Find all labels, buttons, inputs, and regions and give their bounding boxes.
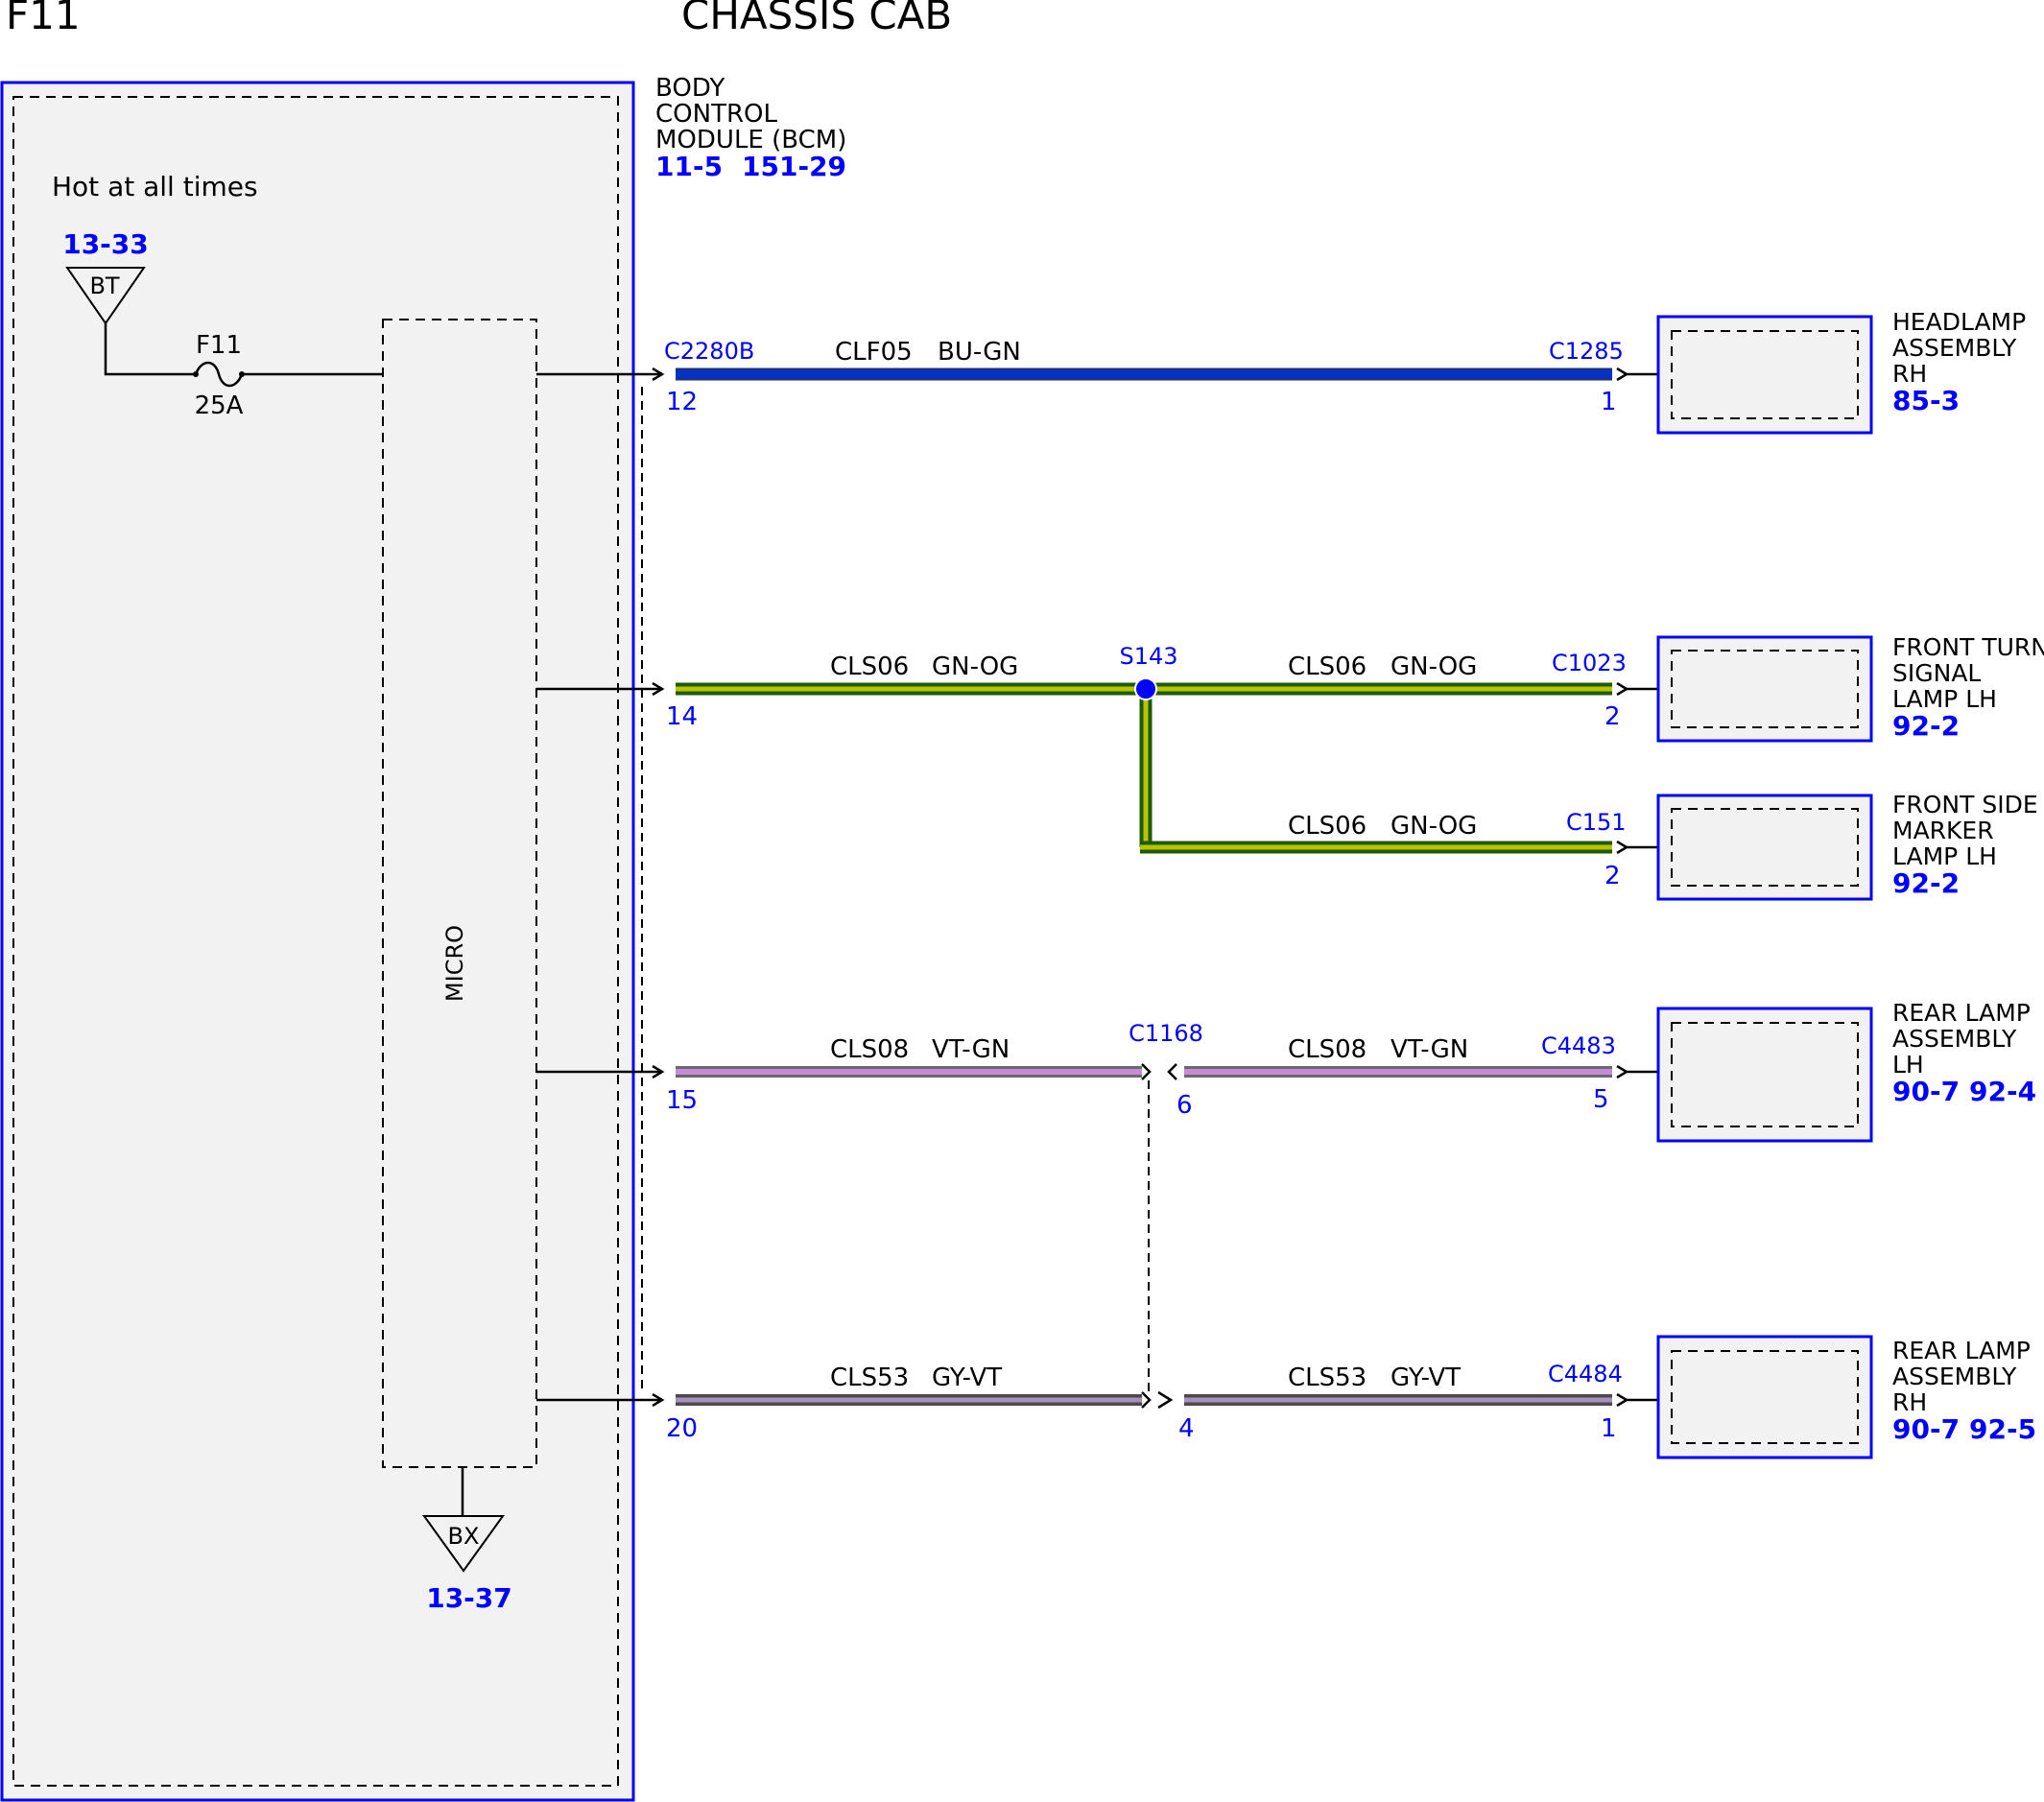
fuse-rating: 25A xyxy=(195,391,244,420)
end-connector: C1023 xyxy=(1552,650,1627,676)
component-inner xyxy=(1671,1350,1859,1444)
bcm-name-line: MODULE (BCM) xyxy=(655,126,846,154)
end-pin: 2 xyxy=(1604,862,1621,890)
component-name-line: SIGNAL xyxy=(1892,659,1981,687)
circuit-id: CLS53 xyxy=(830,1363,909,1392)
wire-color: GY-VT xyxy=(932,1363,1002,1392)
inline-connector-female xyxy=(1157,1390,1174,1410)
bcm-pin: 12 xyxy=(666,388,698,416)
bx-ref: 13-37 xyxy=(426,1582,512,1614)
end-connector: C151 xyxy=(1566,809,1627,836)
bcm-connector-label: C2280B xyxy=(664,338,754,365)
component-name-line: RH xyxy=(1892,360,1927,388)
bt-triangle xyxy=(65,267,146,325)
splice-dot xyxy=(1134,677,1157,700)
end-pin: 5 xyxy=(1593,1085,1609,1114)
component-ref: 92-5 xyxy=(1969,1413,2036,1445)
component-ref: 90-7 xyxy=(1892,1076,1960,1107)
bcm-module: MICRO Hot at all times 13-33 BT F11 25A … xyxy=(0,81,662,1802)
bcm-pin: 15 xyxy=(666,1086,698,1115)
splice-label: S143 xyxy=(1119,643,1177,670)
component-name-line: ASSEMBLY xyxy=(1892,1025,2017,1053)
fuse-code-title: F11 xyxy=(6,0,81,38)
micro-block xyxy=(382,319,537,1468)
component-box xyxy=(1656,315,1873,435)
component-box xyxy=(1656,1007,1873,1143)
bcm-name-line: CONTROL xyxy=(655,100,777,129)
component-name-line: REAR LAMP xyxy=(1892,999,2031,1027)
end-connector: C1285 xyxy=(1549,338,1624,365)
component-ref: 92-2 xyxy=(1892,867,1960,899)
component-ref: 90-7 xyxy=(1892,1413,1960,1445)
end-connector: C4484 xyxy=(1548,1361,1623,1387)
component-ref: 92-2 xyxy=(1892,710,1960,742)
bt-feed-wire xyxy=(104,323,194,376)
component-name-line: ASSEMBLY xyxy=(1892,334,2017,362)
component-name-line: MARKER xyxy=(1892,817,1994,844)
component-name-line: LAMP LH xyxy=(1892,842,1997,870)
circuit-front-side-marker-lh: CLS06 GN-OG C151 2 FRONT SIDE MARKER LAM… xyxy=(1288,791,2038,901)
circuit-headlamp-rh: 12 CLF05 BU-GN C1285 1 HEADLAMP ASSEMBLY… xyxy=(666,308,2026,435)
component-inner xyxy=(1671,1022,1859,1127)
inline-pin: 6 xyxy=(1176,1091,1193,1120)
wire-color: GN-OG xyxy=(932,652,1018,681)
component-name-line: FRONT SIDE xyxy=(1892,791,2038,818)
wire-color: GN-OG xyxy=(1390,652,1477,681)
bcm-ref: 11-5 xyxy=(655,151,723,182)
micro-label: MICRO xyxy=(441,925,468,1002)
fuse-icon xyxy=(194,361,244,388)
component-inner xyxy=(1671,330,1859,419)
inline-connector-male xyxy=(1141,1391,1152,1409)
bcm-ref: 151-29 xyxy=(742,151,846,182)
component-name-line: FRONT TURN xyxy=(1892,633,2044,661)
fuse-name: F11 xyxy=(196,331,242,360)
component-box xyxy=(1656,1335,1873,1459)
circuit-rear-lamp-lh: C1168 15 6 CLS08 VT-GN CLS08 VT-GN C4483… xyxy=(666,999,2036,1143)
bt-ref: 13-33 xyxy=(62,228,149,260)
wire-color: VT-GN xyxy=(1390,1035,1468,1064)
bx-label: BX xyxy=(448,1523,480,1550)
inline-connector-label: C1168 xyxy=(1129,1020,1203,1047)
bt-label: BT xyxy=(89,273,119,299)
inline-connector-male xyxy=(1141,1063,1152,1080)
wire-color: GN-OG xyxy=(1390,812,1477,841)
end-pin: 1 xyxy=(1601,1414,1617,1443)
component-name-line: REAR LAMP xyxy=(1892,1337,2031,1364)
component-name-line: ASSEMBLY xyxy=(1892,1363,2017,1390)
component-name-line: HEADLAMP xyxy=(1892,308,2026,336)
circuit-id: CLS08 xyxy=(830,1035,909,1064)
page-title: CHASSIS CAB xyxy=(681,0,952,38)
inline-connector-female xyxy=(1167,1063,1177,1080)
component-ref: 92-4 xyxy=(1969,1076,2036,1107)
wire-color: VT-GN xyxy=(932,1035,1010,1064)
bcm-inner-border xyxy=(12,96,619,1787)
end-connector: C4483 xyxy=(1541,1032,1616,1059)
circuit-id: CLS06 xyxy=(1288,652,1367,681)
component-name-line: LAMP LH xyxy=(1892,685,1997,713)
component-name-line: LH xyxy=(1892,1051,1924,1079)
bcm-pin: 20 xyxy=(666,1414,698,1443)
end-pin: 1 xyxy=(1601,388,1617,416)
wire-color: GY-VT xyxy=(1390,1363,1461,1392)
component-box xyxy=(1656,635,1873,743)
bcm-name-line: BODY xyxy=(655,74,725,103)
end-pin: 2 xyxy=(1604,702,1621,731)
hot-at-all-times-label: Hot at all times xyxy=(52,171,258,202)
bcm-pin: 14 xyxy=(666,702,698,731)
circuit-id: CLS53 xyxy=(1288,1363,1367,1392)
inline-pin: 4 xyxy=(1178,1414,1195,1443)
component-name-line: RH xyxy=(1892,1388,1927,1416)
circuit-front-turn-lh: S143 14 CLS06 GN-OG CLS06 GN-OG C1023 2 … xyxy=(666,633,2044,854)
circuit-rear-lamp-rh: 20 4 CLS53 GY-VT CLS53 GY-VT C4484 1 REA… xyxy=(666,1335,2036,1459)
component-box xyxy=(1656,794,1873,901)
circuit-id: CLF05 xyxy=(835,338,913,367)
wire-color: BU-GN xyxy=(938,338,1021,367)
bx-triangle xyxy=(422,1515,505,1573)
circuit-id: CLS06 xyxy=(1288,812,1367,841)
circuit-id: CLS08 xyxy=(1288,1035,1367,1064)
component-ref: 85-3 xyxy=(1892,385,1960,416)
bcm-frame xyxy=(0,81,635,1802)
circuit-id: CLS06 xyxy=(830,652,909,681)
